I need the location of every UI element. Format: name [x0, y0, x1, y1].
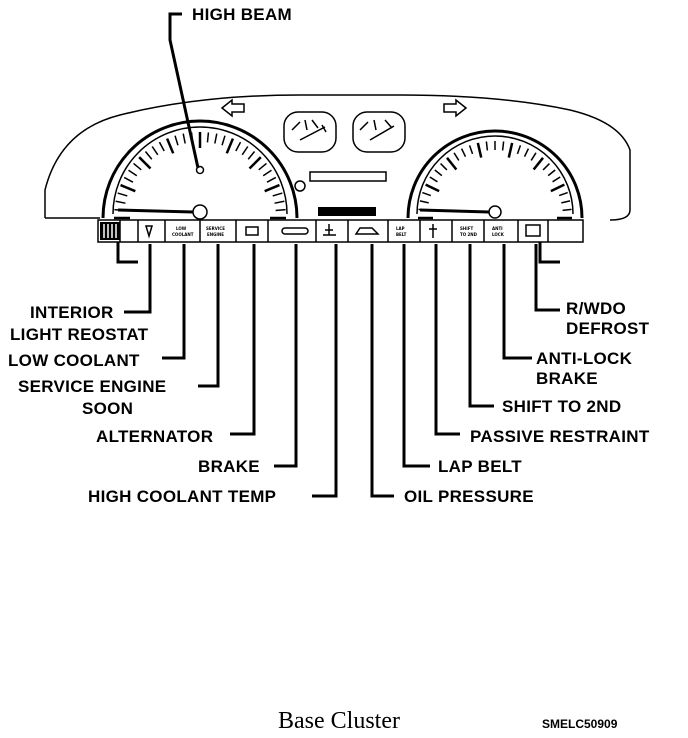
- gauge-tick: [275, 208, 286, 212]
- right-gauge-ticks: [418, 141, 572, 220]
- svg-text:LOW: LOW: [176, 226, 187, 231]
- gauge-tick: [272, 192, 283, 197]
- right-turn-arrow-icon: [443, 98, 468, 118]
- gauge-tick: [206, 132, 210, 143]
- gauge-tick: [120, 183, 136, 193]
- gauge-tick: [468, 145, 474, 155]
- gauge-tick: [182, 133, 186, 144]
- gauge-tick: [274, 200, 285, 204]
- label-passive-restraint: PASSIVE RESTRAINT: [470, 427, 650, 446]
- svg-text:SHIFT: SHIFT: [460, 226, 473, 231]
- gauge-tick: [501, 141, 505, 151]
- gauge-tick: [138, 156, 152, 170]
- label-rwdo-defrost-1: R/WDO: [566, 299, 626, 318]
- gauge-tick: [258, 162, 267, 171]
- svg-text:SERVICE: SERVICE: [206, 226, 225, 231]
- gauge-tick: [158, 141, 165, 152]
- gauge-tick: [550, 183, 565, 193]
- right-gauge: [406, 129, 584, 219]
- svg-text:TO 2ND: TO 2ND: [460, 232, 478, 237]
- high-beam-indicator: [195, 165, 205, 175]
- leader-lines: [124, 12, 560, 498]
- gauge-tick: [552, 176, 561, 183]
- gauge-tick: [561, 200, 571, 204]
- left-turn-arrow-icon: [220, 98, 245, 118]
- gauge-tick: [123, 176, 134, 183]
- label-lap-belt: LAP BELT: [438, 457, 522, 476]
- gauge-tick: [530, 152, 537, 161]
- gauge-tick: [174, 135, 179, 146]
- gauge-tick: [262, 169, 272, 177]
- gauge-tick: [114, 208, 125, 212]
- gauge-tick: [266, 176, 277, 183]
- center-bar: [318, 207, 376, 216]
- odometer-slot: [309, 171, 387, 182]
- gauge-tick: [422, 191, 432, 197]
- gauge-tick: [214, 133, 218, 144]
- gauge-tick: [151, 146, 159, 156]
- figure-caption: Base Cluster: [278, 708, 400, 734]
- svg-text:ANTI: ANTI: [492, 226, 503, 231]
- gauge-tick: [165, 138, 175, 154]
- telltale-strip: LOW COOLANT SERVICE ENGINE LAP BELT SHIF…: [97, 219, 584, 243]
- figure-code: SMELC50909: [542, 717, 618, 731]
- gauge-tick: [532, 157, 544, 171]
- label-interior-light-2: LIGHT REOSTAT: [10, 325, 149, 344]
- gauge-tick: [241, 146, 249, 156]
- cluster-housing: [44, 94, 631, 221]
- label-alternator: ALTERNATOR: [96, 427, 213, 446]
- left-gauge-ticks: [114, 132, 286, 220]
- gauge-tick: [425, 183, 440, 193]
- gauge-tick: [516, 145, 522, 155]
- gauge-tick: [235, 141, 242, 152]
- label-service-engine-2: SOON: [82, 399, 133, 418]
- gauge-tick: [225, 138, 235, 154]
- label-high-coolant-temp: HIGH COOLANT TEMP: [88, 487, 276, 506]
- gauge-tick: [547, 169, 556, 177]
- gauge-tick: [221, 135, 226, 146]
- label-brake: BRAKE: [198, 457, 260, 476]
- small-gauges: [283, 111, 406, 153]
- gauge-tick: [434, 169, 443, 177]
- gauge-tick: [247, 151, 256, 160]
- label-service-engine-1: SERVICE ENGINE: [18, 377, 166, 396]
- gauge-tick: [128, 169, 138, 177]
- gauge-tick: [562, 208, 572, 212]
- gauge-tick: [248, 156, 262, 170]
- svg-text:LOCK: LOCK: [492, 232, 505, 237]
- gauge-tick: [419, 200, 429, 204]
- label-high-beam: HIGH BEAM: [192, 5, 292, 24]
- gauge-tick: [115, 200, 126, 204]
- gauge-tick: [485, 141, 489, 151]
- gauge-tick: [507, 142, 514, 158]
- svg-text:COOLANT: COOLANT: [172, 232, 194, 237]
- gauge-tick: [523, 148, 530, 158]
- label-anti-lock-1: ANTI-LOCK: [536, 349, 633, 368]
- gauge-tick: [476, 142, 483, 158]
- label-rwdo-defrost-2: DEFROST: [566, 319, 650, 338]
- gauge-tick: [446, 157, 458, 171]
- gauge-tick: [542, 163, 550, 171]
- gauge-tick: [460, 148, 467, 158]
- gauge-tick: [133, 162, 142, 171]
- gauge-tick: [453, 152, 460, 161]
- svg-text:BELT: BELT: [396, 232, 407, 237]
- svg-text:ENGINE: ENGINE: [207, 232, 224, 237]
- label-oil-pressure: OIL PRESSURE: [404, 487, 534, 506]
- label-shift-to-2nd: SHIFT TO 2ND: [502, 397, 621, 416]
- gauge-tick: [117, 192, 128, 197]
- label-interior-light-1: INTERIOR: [30, 303, 114, 322]
- left-gauge: [101, 119, 299, 220]
- svg-text:LAP: LAP: [396, 226, 405, 231]
- trip-reset-knob: [294, 180, 306, 192]
- gauge-tick: [418, 208, 428, 212]
- gauge-tick: [429, 176, 438, 183]
- gauge-tick: [264, 183, 280, 193]
- label-low-coolant: LOW COOLANT: [8, 351, 140, 370]
- label-anti-lock-2: BRAKE: [536, 369, 598, 388]
- gauge-tick: [558, 191, 568, 197]
- gauge-tick: [440, 163, 448, 171]
- gauge-tick: [144, 151, 153, 160]
